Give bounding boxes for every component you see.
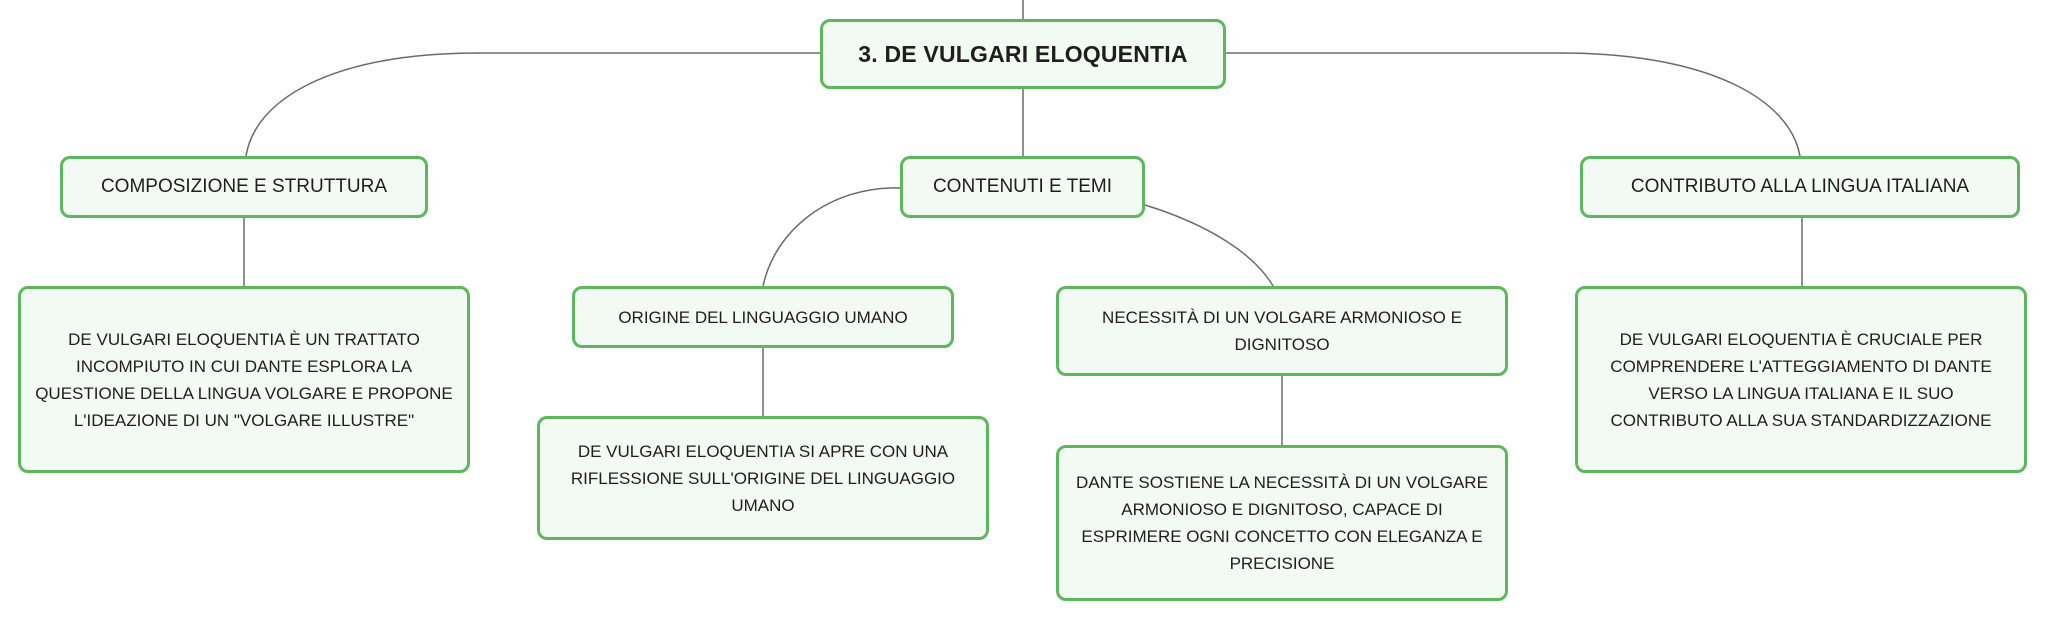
root-node[interactable]: 3. DE VULGARI ELOQUENTIA: [820, 19, 1226, 89]
branch-node-label: CONTENUTI E TEMI: [932, 176, 1113, 197]
description-text: DE VULGARI ELOQUENTIA È UN TRATTATO INCO…: [35, 329, 453, 430]
branch-node-label: CONTRIBUTO ALLA LINGUA ITALIANA: [1630, 176, 1970, 197]
connector-root-composizione: [245, 52, 820, 157]
branch-node-contributo[interactable]: CONTRIBUTO ALLA LINGUA ITALIANA: [1580, 156, 2020, 218]
description-node-composizione[interactable]: DE VULGARI ELOQUENTIA È UN TRATTATO INCO…: [18, 286, 470, 473]
branch-node-label: COMPOSIZIONE E STRUTTURA: [100, 176, 388, 197]
subtopic-node-origine[interactable]: ORIGINE DEL LINGUAGGIO UMANO: [572, 286, 954, 348]
description-node-necessita[interactable]: DANTE SOSTIENE LA NECESSITÀ DI UN VOLGAR…: [1056, 445, 1508, 601]
subtopic-node-necessita[interactable]: NECESSITÀ DI UN VOLGARE ARMONIOSO E DIGN…: [1056, 286, 1508, 376]
description-node-origine[interactable]: DE VULGARI ELOQUENTIA SI APRE CON UNA RI…: [537, 416, 989, 540]
connector-contenuti-necessita: [1144, 204, 1274, 287]
root-node-label: 3. DE VULGARI ELOQUENTIA: [858, 40, 1188, 67]
branch-node-contenuti[interactable]: CONTENUTI E TEMI: [900, 156, 1145, 218]
description-text: DE VULGARI ELOQUENTIA È CRUCIALE PER COM…: [1610, 329, 1992, 430]
connector-root-contributo: [1226, 52, 1801, 157]
description-text: DE VULGARI ELOQUENTIA SI APRE CON UNA RI…: [570, 441, 956, 515]
subtopic-node-label: NECESSITÀ DI UN VOLGARE ARMONIOSO E DIGN…: [1102, 308, 1462, 354]
subtopic-node-label: ORIGINE DEL LINGUAGGIO UMANO: [618, 307, 908, 327]
branch-node-composizione[interactable]: COMPOSIZIONE E STRUTTURA: [60, 156, 428, 218]
connector-contenuti-origine: [762, 187, 901, 287]
description-node-contributo[interactable]: DE VULGARI ELOQUENTIA È CRUCIALE PER COM…: [1575, 286, 2027, 473]
description-text: DANTE SOSTIENE LA NECESSITÀ DI UN VOLGAR…: [1076, 473, 1488, 573]
